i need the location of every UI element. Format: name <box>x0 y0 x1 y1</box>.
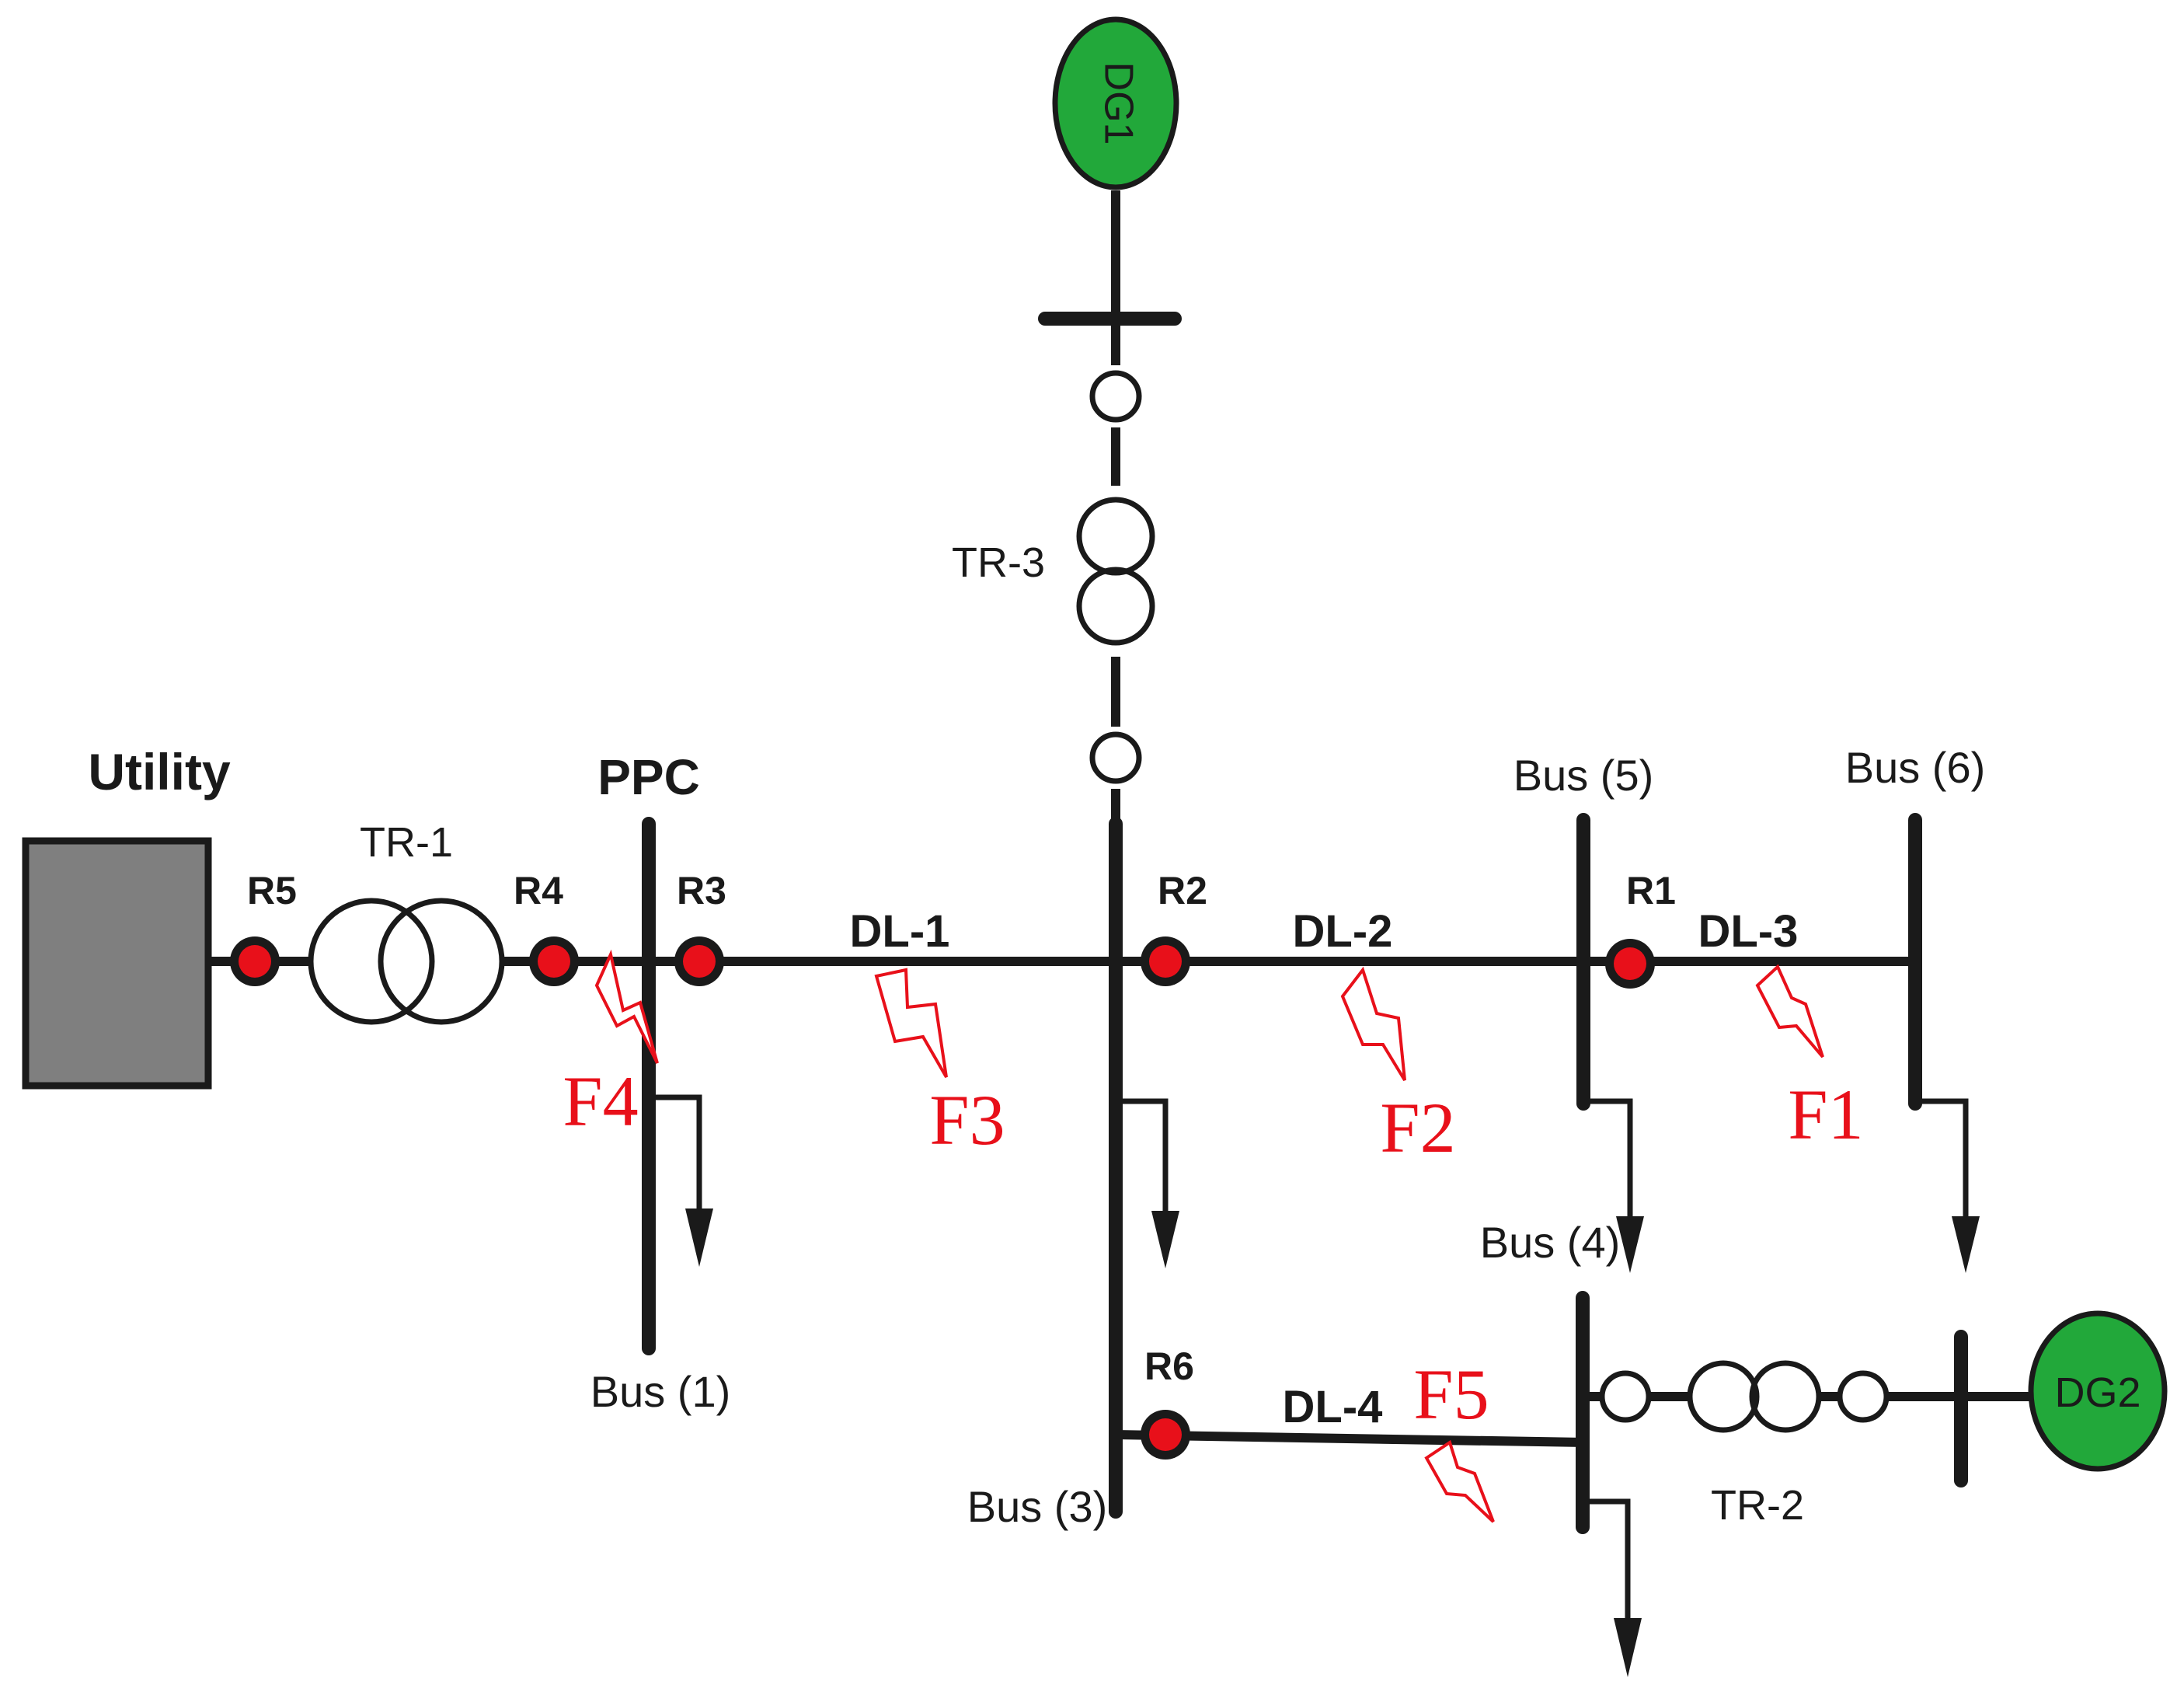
relay-r2 <box>1141 936 1190 986</box>
dg2-ellipse <box>2028 1310 2168 1472</box>
fault-f2-marker <box>1340 966 1406 1082</box>
tr1-transformer <box>308 898 505 1025</box>
bus3-label: Bus (3) <box>967 1482 1108 1531</box>
buses <box>642 312 1968 1534</box>
bus6-label: Bus (6) <box>1845 743 1986 792</box>
relay-r4 <box>529 936 579 986</box>
fault-f2-label: F2 <box>1380 1088 1455 1167</box>
fault-f1-marker <box>1755 964 1824 1059</box>
fault-f4-label: F4 <box>563 1062 638 1141</box>
dl3-label: DL-3 <box>1698 906 1799 957</box>
load-tap-bus3 <box>1116 1098 1169 1216</box>
load-arrow-bus1 <box>685 1208 713 1267</box>
relay-r2-core <box>1149 945 1182 978</box>
fault-f1-bolt <box>1755 964 1824 1059</box>
bus5-label: Bus (5) <box>1513 751 1654 800</box>
relay-r3-label: R3 <box>677 869 726 912</box>
fault-f5-bolt <box>1424 1439 1495 1523</box>
dg2-label: DG2 <box>2054 1369 2140 1416</box>
fault-f4-marker <box>594 949 659 1064</box>
fault-f5-label: F5 <box>1413 1355 1489 1434</box>
dg1-ellipse <box>1052 16 1179 190</box>
relay-r2-label: R2 <box>1158 869 1207 912</box>
ppc-label: PPC <box>597 749 700 805</box>
relay-r5-core <box>239 945 271 978</box>
relay-r5 <box>230 936 280 986</box>
dl4-label: DL-4 <box>1283 1382 1383 1432</box>
load-tap-bus4 <box>1583 1498 1631 1624</box>
load-tap-bus5 <box>1583 1098 1633 1220</box>
fault-f3-label: F3 <box>929 1080 1005 1160</box>
fault-f2-bolt <box>1340 966 1406 1082</box>
dl4-line <box>1115 1430 1583 1447</box>
load-tap-bus1 <box>649 1094 702 1212</box>
dl2-label: DL-2 <box>1293 906 1393 957</box>
relay-r1-label: R1 <box>1626 869 1676 912</box>
dg1-label: DG1 <box>1095 62 1141 145</box>
tr3-transformer <box>1076 497 1155 646</box>
load-arrow-bus3 <box>1151 1211 1179 1268</box>
relay-r4-label: R4 <box>514 869 563 912</box>
load-arrows <box>685 1208 1980 1677</box>
tr1-label: TR-1 <box>360 819 453 866</box>
load-tap-bus6 <box>1915 1098 1969 1220</box>
tr2-label: TR-2 <box>1711 1482 1804 1529</box>
tr3-lower-node <box>1089 731 1142 784</box>
bus1-label: Bus (1) <box>590 1367 731 1416</box>
fault-f3-marker <box>874 968 948 1078</box>
fault-f3-bolt <box>874 968 948 1078</box>
bus4-label: Bus (4) <box>1480 1218 1621 1267</box>
dg1-generator: DG1 <box>1052 16 1179 190</box>
utility-source <box>22 837 212 1090</box>
dl1-label: DL-1 <box>850 906 950 957</box>
fault-markers <box>594 949 1824 1523</box>
relay-r6-core <box>1149 1418 1182 1451</box>
tr2-right-node <box>1837 1370 1890 1423</box>
tr2-transformer <box>1687 1360 1822 1433</box>
fault-f1-label: F1 <box>1788 1075 1863 1154</box>
relay-r1-core <box>1614 947 1646 980</box>
relays <box>230 936 1655 1460</box>
dg2-generator: DG2 <box>2028 1310 2168 1472</box>
fault-f5-marker <box>1424 1439 1495 1523</box>
fault-f4-bolt <box>594 949 659 1064</box>
load-arrow-bus4 <box>1614 1618 1642 1677</box>
load-arrow-bus5 <box>1616 1216 1644 1273</box>
tr2-left-node <box>1599 1370 1652 1423</box>
relay-r5-label: R5 <box>247 869 297 912</box>
relay-r3-core <box>683 945 716 978</box>
tr3-upper-node <box>1089 370 1142 423</box>
relay-r3 <box>674 936 724 986</box>
relay-r6 <box>1141 1410 1190 1460</box>
relay-r4-core <box>538 945 570 978</box>
tr3-label: TR-3 <box>952 539 1045 586</box>
relay-r1 <box>1605 939 1655 989</box>
load-arrow-bus6 <box>1952 1216 1980 1273</box>
relay-r6-label: R6 <box>1144 1345 1194 1388</box>
utility-label: Utility <box>88 743 231 800</box>
